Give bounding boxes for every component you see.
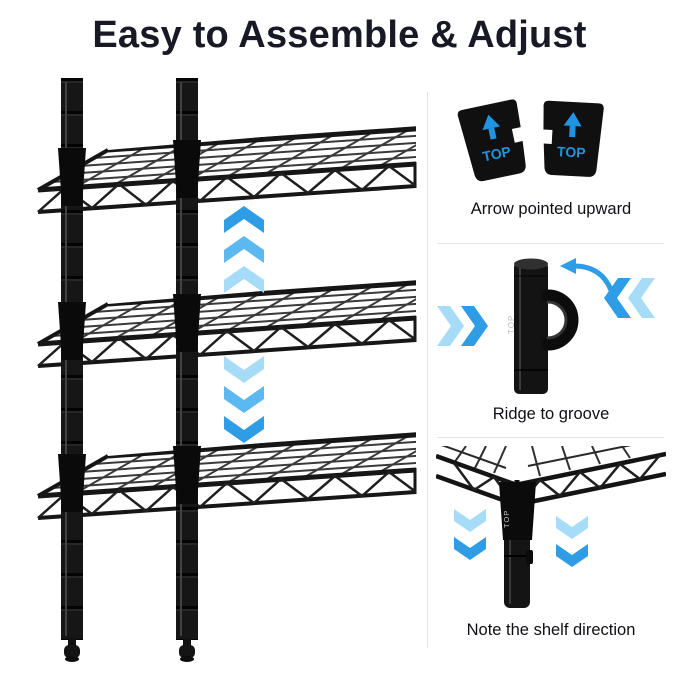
shelf-corner-mesh	[441, 446, 632, 477]
vertical-divider	[427, 92, 428, 648]
chevrons-down-icon	[224, 356, 264, 443]
sleeve-half-right: TOP	[543, 100, 604, 177]
panel-ridge-to-groove: TOP Ridge to groove	[437, 252, 665, 424]
top-label: TOP	[481, 143, 512, 165]
horizontal-divider	[437, 243, 664, 244]
clip-illustration: TOP	[437, 258, 655, 394]
corner-sleeve: TOP	[499, 482, 536, 540]
up-arrow-icon	[482, 114, 501, 140]
leveling-feet	[64, 638, 195, 662]
horizontal-divider	[437, 437, 664, 438]
rotate-arrow-icon	[560, 258, 614, 293]
chevrons-down-icon	[454, 509, 588, 567]
panel-shelf-direction: TOP Note the shelf direction	[436, 446, 666, 640]
shelf-corner-truss	[436, 451, 666, 508]
sleeves-illustration: TOP TOP	[457, 99, 604, 182]
panel-arrow-upward: TOP TOP Arrow pointed upward	[437, 88, 665, 219]
panel-caption: Ridge to groove	[492, 405, 610, 423]
pole-top-label: TOP	[507, 315, 516, 334]
chevrons-up-icon	[224, 206, 264, 293]
top-label: TOP	[557, 143, 586, 160]
sleeve-top-label: TOP	[502, 510, 511, 528]
shelf-top	[38, 124, 424, 212]
wire-shelf-rack	[32, 78, 424, 662]
page-title: Easy to Assemble & Adjust	[92, 14, 587, 56]
snap-clip	[541, 289, 579, 351]
up-arrow-icon	[563, 112, 582, 138]
shelf-bottom	[38, 430, 424, 518]
pole: TOP	[507, 258, 548, 394]
shelving-unit-illustration	[32, 78, 424, 666]
chevrons-right-icon	[437, 306, 488, 346]
chevrons-left-icon	[604, 278, 655, 318]
panel-caption: Note the shelf direction	[466, 621, 636, 639]
shelf-corner-illustration: TOP	[436, 446, 666, 608]
sleeve-half-left: TOP	[457, 99, 526, 182]
panel-caption: Arrow pointed upward	[470, 200, 632, 218]
shelf-middle	[38, 278, 424, 366]
